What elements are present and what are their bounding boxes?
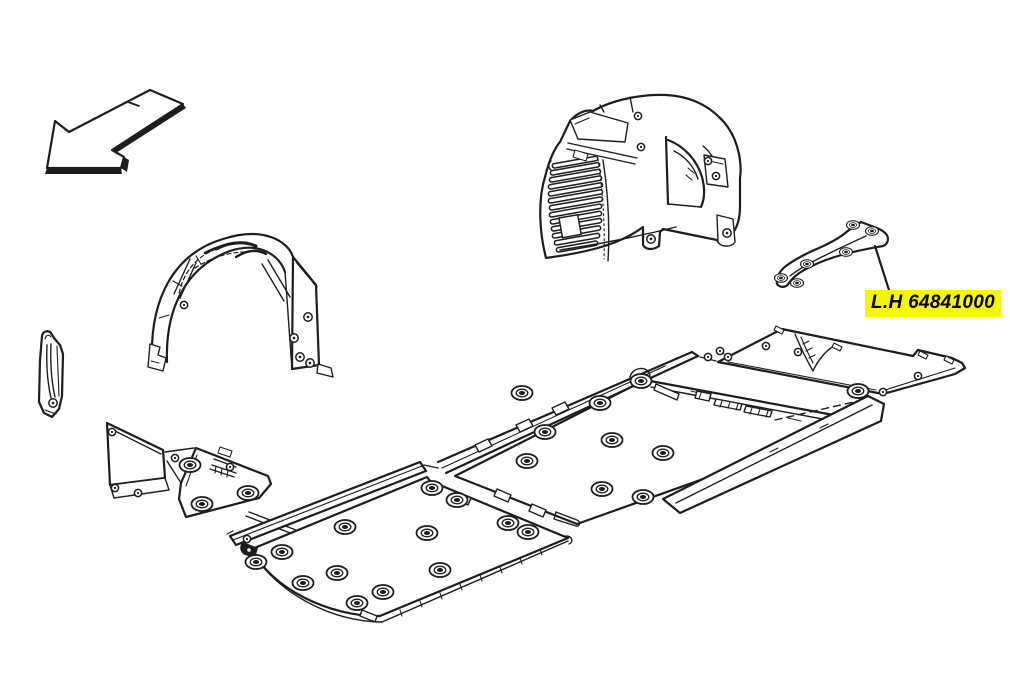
wheel-housing <box>539 93 742 262</box>
front-floor-panel <box>240 475 573 623</box>
wheel-arch-liner <box>147 233 334 378</box>
part-number-callout: L.H 64841000 <box>865 290 1002 317</box>
pillar-bracket <box>37 330 65 419</box>
sill-strip-front <box>226 460 439 547</box>
callout-part-bracket <box>773 220 890 288</box>
rocker-strip <box>661 394 886 515</box>
callout-leader-line <box>873 244 891 292</box>
rear-floor-panel <box>716 325 967 396</box>
direction-arrow <box>45 88 186 174</box>
floor-assembly <box>47 111 967 623</box>
